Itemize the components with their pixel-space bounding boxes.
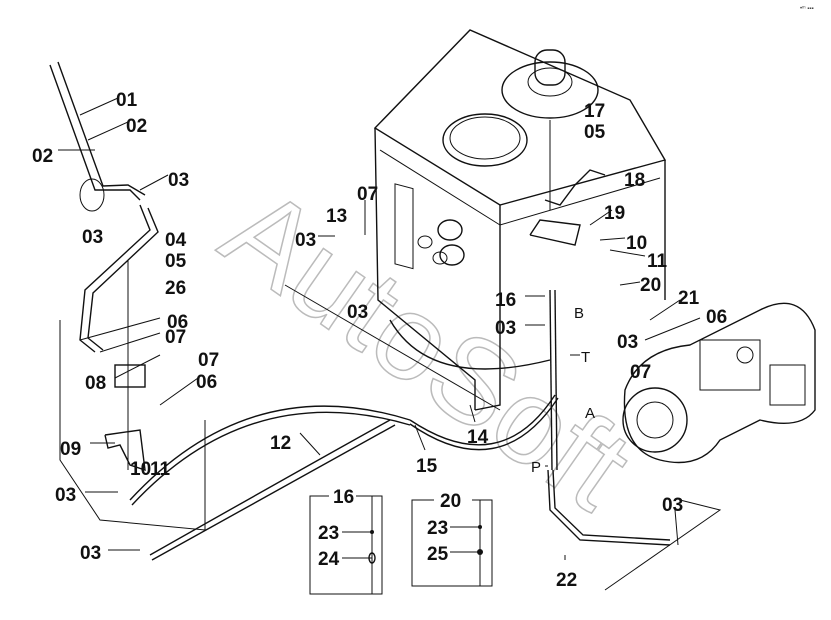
part-label: 19 [604, 203, 625, 224]
detail-box-20: 20 23 25 [411, 491, 493, 587]
part-label: 02 [126, 116, 147, 137]
part-label: 01 [116, 90, 138, 111]
part-label: 04 [165, 230, 187, 251]
detail-item: 23 [427, 518, 448, 539]
detail-title: 20 [440, 491, 461, 512]
part-label: 06 [196, 372, 217, 393]
part-label: 02 [32, 146, 53, 167]
part-label: 03 [168, 170, 189, 191]
corner-mark: •ᵐ ▪▪▪ [800, 6, 814, 12]
part-label: 03 [80, 543, 101, 564]
part-label: 03 [662, 495, 683, 516]
part-label: 08 [85, 373, 106, 394]
part-label: 03 [295, 230, 316, 251]
part-label: 07 [198, 350, 219, 371]
part-label: 03 [347, 302, 368, 323]
leader-lines [58, 97, 701, 560]
hydraulic-tank [373, 29, 667, 411]
port-label: B [574, 305, 584, 322]
part-label: 07 [630, 362, 651, 383]
part-label: 03 [495, 318, 516, 339]
detail-item: 24 [318, 549, 340, 570]
detail-box-16: 16 23 24 [309, 487, 383, 595]
part-label: 12 [270, 433, 291, 454]
part-label: 03 [617, 332, 638, 353]
part-labels: 01 02 02 03 03 04 05 26 06 07 08 07 06 0… [32, 90, 727, 591]
part-label: 11 [150, 459, 171, 480]
part-label: 09 [60, 439, 81, 460]
detail-item: 23 [318, 523, 339, 544]
part-label: 14 [467, 427, 489, 448]
detail-title: 16 [333, 487, 354, 508]
port-label: P [531, 459, 541, 476]
part-label: 16 [495, 290, 516, 311]
part-label: 17 [584, 101, 605, 122]
part-label: 07 [165, 327, 186, 348]
part-label: 21 [678, 288, 700, 309]
part-label: 13 [326, 206, 347, 227]
part-label: 11 [647, 251, 668, 272]
detail-item: 25 [427, 544, 449, 565]
part-label: 20 [640, 275, 661, 296]
part-label: 07 [357, 184, 378, 205]
part-label: 10 [130, 459, 151, 480]
part-label: 03 [82, 227, 103, 248]
part-label: 10 [626, 233, 647, 254]
part-label: 05 [584, 122, 606, 143]
port-label: T [581, 349, 590, 366]
part-label: 06 [167, 312, 188, 333]
part-label: 22 [556, 570, 577, 591]
part-label: 18 [624, 170, 645, 191]
hydraulic-pump [622, 302, 816, 464]
hose-lines [49, 61, 722, 591]
port-label: A [585, 405, 595, 422]
part-label: 05 [165, 251, 187, 272]
part-label: 26 [165, 278, 186, 299]
part-label: 06 [706, 307, 727, 328]
part-label: 15 [416, 456, 438, 477]
part-label: 03 [55, 485, 76, 506]
